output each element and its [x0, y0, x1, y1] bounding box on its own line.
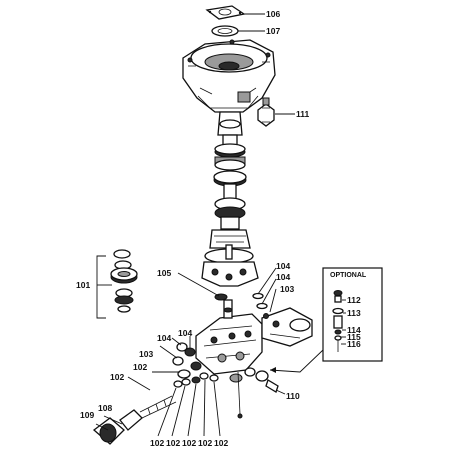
gasket-part-106: [205, 5, 246, 20]
callout-110: 110: [286, 391, 300, 401]
callout-103-left: 103: [139, 349, 153, 359]
callout-104-upper: 104: [276, 261, 290, 271]
inlet-fitting-part: [92, 395, 177, 445]
valve-plate-part: [201, 229, 259, 287]
callout-107: 107: [266, 26, 280, 36]
callout-105: 105: [157, 268, 171, 278]
callout-108: 108: [98, 403, 112, 413]
optional-label-115: 115: [347, 332, 361, 342]
callout-109: 109: [80, 410, 94, 420]
callout-106: 106: [266, 9, 280, 19]
optional-label-114: 114: [347, 325, 361, 335]
callout-111: 111: [296, 109, 310, 119]
pump-manifold-part: [195, 299, 263, 375]
callout-104-left-right: 104: [178, 328, 192, 338]
plug-part-111: [257, 97, 275, 127]
drain-plug-part-110: [244, 367, 279, 393]
inlet-parts: [172, 342, 202, 379]
callout-102-lower: 102: [110, 372, 124, 382]
bottom-row-parts: [173, 371, 243, 419]
callout-102-upper: 102: [133, 362, 147, 372]
optional-title: OPTIONAL: [330, 272, 367, 279]
optional-label-113: 113: [347, 308, 361, 318]
callout-104-left: 104: [157, 333, 171, 343]
seal-group-101: [96, 249, 138, 319]
optional-box: [322, 267, 383, 362]
callout-102-bottom-5: 102: [214, 438, 228, 448]
callout-102-bottom-3: 102: [182, 438, 196, 448]
unloader-valve-part: [252, 292, 313, 347]
callout-101: 101: [76, 280, 90, 290]
optional-label-116: 116: [347, 339, 361, 349]
optional-label-112: 112: [347, 295, 361, 305]
callout-102-bottom-2: 102: [166, 438, 180, 448]
ring-part-107: [211, 25, 239, 37]
shaft-stack: [213, 111, 247, 230]
callout-103-right: 103: [280, 284, 294, 294]
callout-102-bottom-1: 102: [150, 438, 164, 448]
callout-104-middle: 104: [276, 272, 290, 282]
callout-102-bottom-4: 102: [198, 438, 212, 448]
housing-part: [182, 39, 276, 113]
